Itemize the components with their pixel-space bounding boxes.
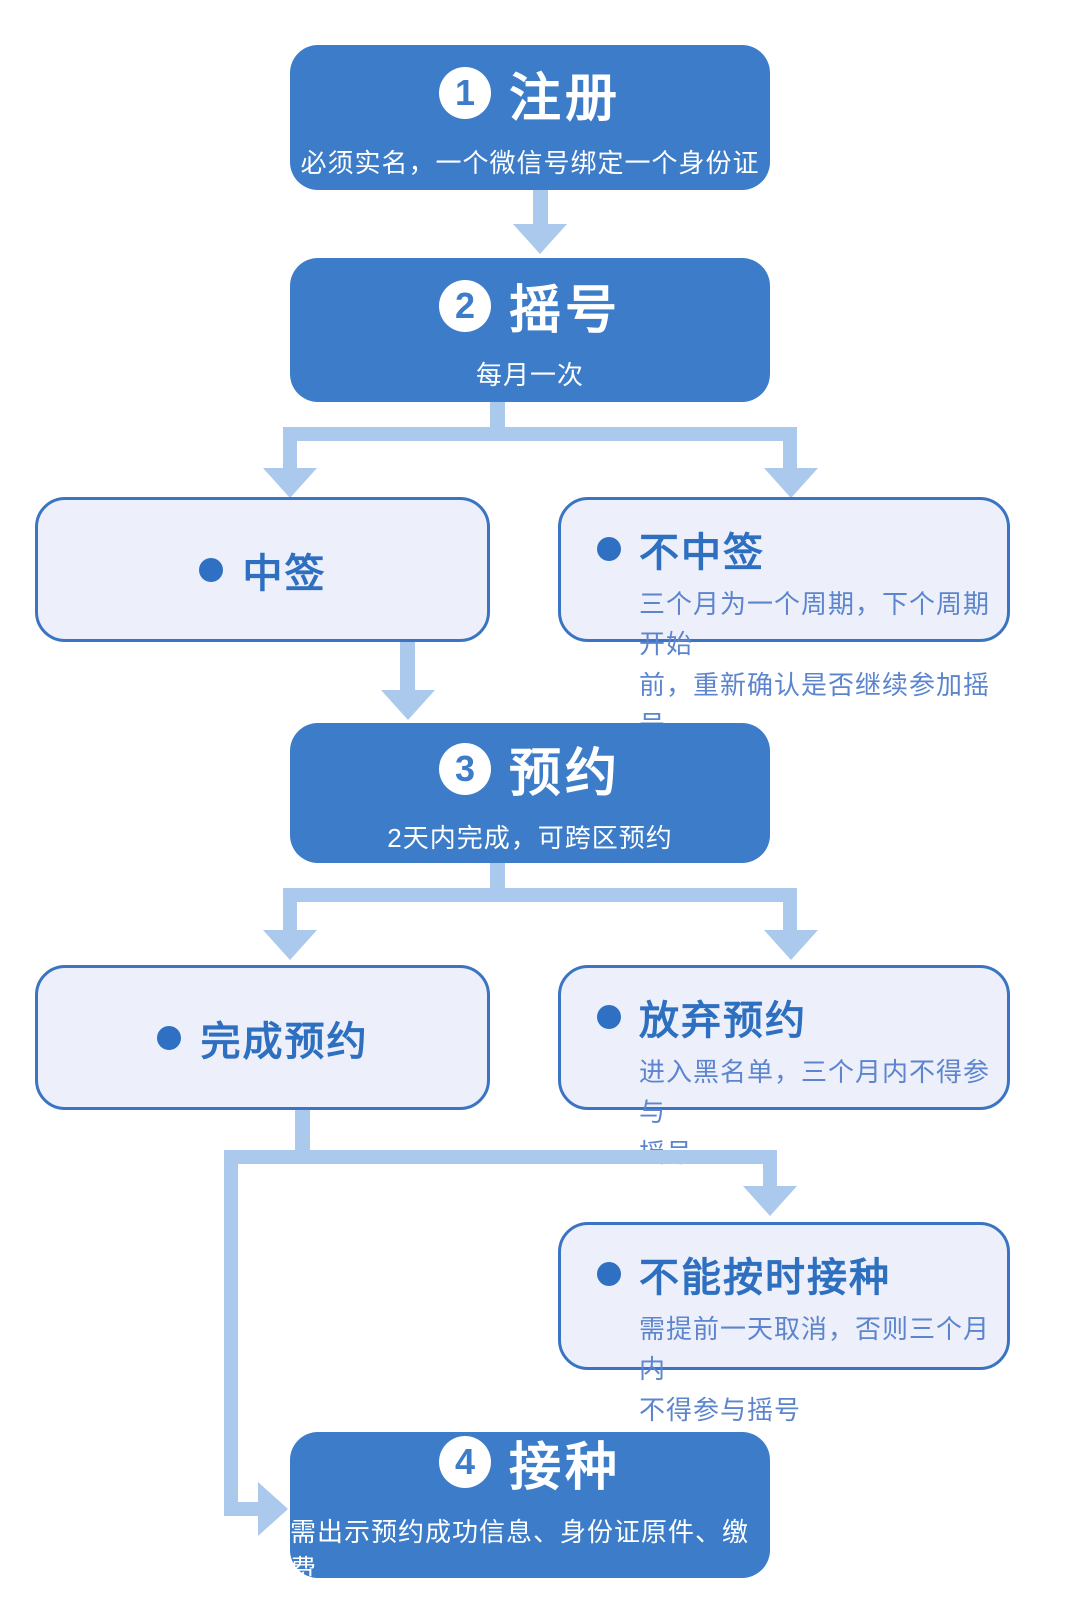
connector-reserve-to-abandon-drop bbox=[783, 902, 797, 932]
arrow-win-to-reserve-shaft bbox=[400, 642, 415, 692]
step-1-number-badge-icon: 1 bbox=[438, 67, 491, 119]
bullet-dot-icon bbox=[597, 1005, 621, 1029]
connector-reserve-to-complete-head-icon bbox=[263, 930, 317, 960]
outcome-lose-node: 不中签 三个月为一个周期，下个周期开始 前，重新确认是否继续参加摇号 bbox=[558, 497, 1010, 740]
step-2-lottery-node: 2 摇号 每月一次 bbox=[290, 258, 770, 402]
connector-reserve-to-abandon-head-icon bbox=[764, 930, 818, 960]
outcome-complete-node: 完成预约 bbox=[35, 965, 490, 1110]
outcome-lose-head: 不中签 bbox=[597, 520, 991, 578]
bullet-dot-icon bbox=[597, 537, 621, 561]
step-1-subtitle: 必须实名，一个微信号绑定一个身份证 bbox=[300, 147, 760, 178]
step-4-vaccinate-node: 4 接种 需出示预约成功信息、身份证原件、缴费 bbox=[290, 1432, 770, 1584]
connector-complete-to-vaccinate-elbow bbox=[224, 1502, 260, 1516]
bullet-dot-icon bbox=[597, 1262, 621, 1286]
outcome-lose-body: 三个月为一个周期，下个周期开始 前，重新确认是否继续参加摇号 bbox=[639, 589, 991, 740]
step-3-title: 预约 bbox=[508, 745, 621, 803]
outcome-miss-head: 不能按时接种 bbox=[597, 1245, 991, 1303]
step-1-title-row: 1 注册 bbox=[438, 56, 621, 131]
outcome-abandon-head: 放弃预约 bbox=[597, 988, 991, 1046]
connector-complete-branch-stub bbox=[295, 1110, 310, 1150]
outcome-win-node: 中签 bbox=[35, 497, 490, 642]
bullet-dot-icon bbox=[198, 557, 223, 582]
step-4-title-row: 4 接种 bbox=[438, 1425, 621, 1500]
outcome-abandon-title: 放弃预约 bbox=[639, 999, 807, 1043]
step-1-register-node: 1 注册 必须实名，一个微信号绑定一个身份证 bbox=[290, 45, 770, 190]
step-3-title-row: 3 预约 bbox=[438, 731, 621, 806]
bullet-dot-icon bbox=[156, 1025, 181, 1050]
connector-reserve-split-bar bbox=[283, 888, 797, 902]
step-4-subtitle: 需出示预约成功信息、身份证原件、缴费 bbox=[290, 1516, 750, 1584]
connector-reserve-to-complete-drop bbox=[283, 902, 297, 932]
arrow-win-to-reserve-head-icon bbox=[381, 690, 435, 720]
connector-lottery-to-lose-head-icon bbox=[764, 468, 818, 498]
step-2-subtitle: 每月一次 bbox=[475, 360, 584, 390]
outcome-abandon-node: 放弃预约 进入黑名单，三个月内不得参与 摇号 bbox=[558, 965, 1010, 1168]
connector-lottery-to-win-drop bbox=[283, 441, 297, 470]
connector-reserve-split-stub bbox=[490, 863, 505, 888]
connector-complete-to-miss-drop bbox=[763, 1164, 777, 1188]
outcome-complete-title: 完成预约 bbox=[200, 1019, 369, 1064]
step-2-title-row: 2 摇号 bbox=[438, 268, 621, 343]
step-3-number-badge-icon: 3 bbox=[438, 742, 491, 795]
outcome-lose-title: 不中签 bbox=[639, 531, 765, 575]
connector-complete-to-vaccinate-drop bbox=[224, 1150, 238, 1516]
step-4-title: 接种 bbox=[508, 1438, 621, 1497]
step-2-title: 摇号 bbox=[508, 282, 621, 340]
step-1-title: 注册 bbox=[508, 69, 621, 128]
step-3-subtitle: 2天内完成，可跨区预约 bbox=[387, 823, 673, 853]
step-3-reserve-node: 3 预约 2天内完成，可跨区预约 bbox=[290, 723, 770, 863]
step-2-number-badge-icon: 2 bbox=[438, 279, 491, 332]
outcome-miss-title: 不能按时接种 bbox=[639, 1256, 891, 1300]
connector-lottery-split-bar bbox=[283, 427, 797, 441]
connector-lottery-split-stub bbox=[490, 402, 505, 427]
outcome-miss-body: 需提前一天取消，否则三个月内 不得参与摇号 bbox=[639, 1314, 991, 1425]
connector-lottery-to-win-head-icon bbox=[263, 468, 317, 498]
outcome-miss-node: 不能按时接种 需提前一天取消，否则三个月内 不得参与摇号 bbox=[558, 1222, 1010, 1425]
step-4-number-badge-icon: 4 bbox=[438, 1436, 491, 1488]
arrow-register-to-lottery-shaft bbox=[533, 190, 548, 226]
connector-complete-to-vaccinate-head-icon bbox=[258, 1482, 288, 1536]
outcome-win-title: 中签 bbox=[242, 551, 327, 596]
connector-lottery-to-lose-drop bbox=[783, 441, 797, 470]
arrow-register-to-lottery-head-icon bbox=[513, 224, 567, 254]
outcome-abandon-body: 进入黑名单，三个月内不得参与 摇号 bbox=[639, 1057, 991, 1168]
connector-complete-to-miss-head-icon bbox=[743, 1186, 797, 1216]
connector-complete-branch-bar bbox=[224, 1150, 777, 1164]
